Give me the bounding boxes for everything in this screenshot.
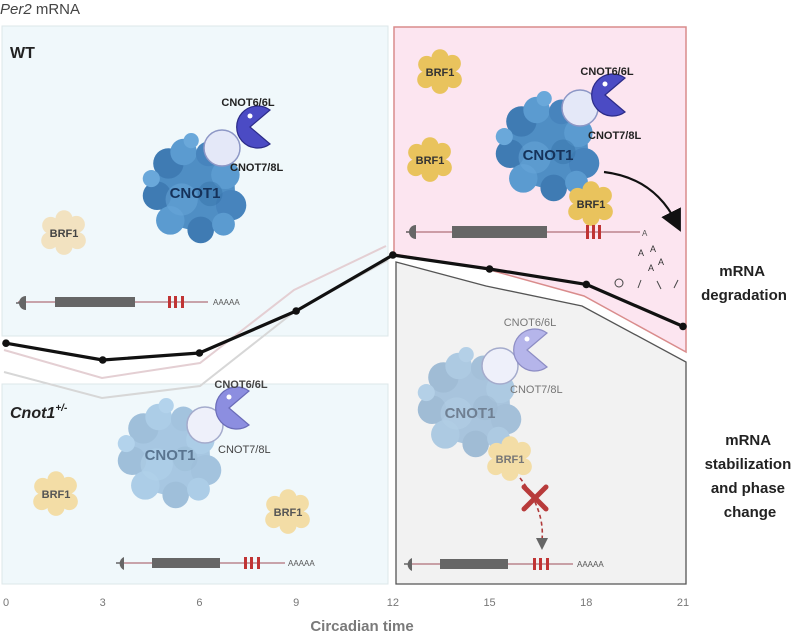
cnot6-pacman-icon <box>591 73 626 117</box>
series-line <box>5 253 684 362</box>
stabilization-line: change <box>724 504 777 521</box>
cnot6-pacman-icon <box>513 328 548 372</box>
brf1-label: BRF1 <box>496 454 525 466</box>
cnot6-label: CNOT6/6L <box>580 66 633 78</box>
brf1-label: BRF1 <box>50 228 79 240</box>
cnot7-label: CNOT7/8L <box>588 130 641 142</box>
pacman-eye <box>226 394 232 400</box>
brf1-label: BRF1 <box>274 507 303 519</box>
upper-band <box>3 245 387 380</box>
stab-mrna: AAAAA <box>404 558 604 571</box>
pacman-eye <box>602 81 608 87</box>
x-tick-label: 21 <box>677 597 689 609</box>
cnot6-pacman-icon <box>236 105 271 149</box>
data-point <box>679 322 687 331</box>
deg-cnot1-complex: CNOT1 <box>495 91 600 202</box>
title-suffix: mRNA <box>31 1 81 18</box>
nucleotide-a: A <box>648 263 654 273</box>
cnot6-label: CNOT6/6L <box>504 317 557 329</box>
released-nucleotides: A A A A <box>638 244 664 273</box>
brf1-label: BRF1 <box>416 155 445 167</box>
nucleotide-a: A <box>650 244 656 254</box>
x-tick-label: 12 <box>387 597 399 609</box>
cnot7-subunit <box>481 347 519 385</box>
arrowhead-icon <box>536 538 548 550</box>
stabilization-panel <box>395 261 687 585</box>
degradation-line: degradation <box>701 287 787 304</box>
cnot1-label: CNOT1 <box>145 447 196 464</box>
cnot7-label: CNOT7/8L <box>230 162 283 174</box>
mutant-label-base: Cnot1 <box>10 405 55 422</box>
x-axis-title: Circadian time <box>310 618 413 635</box>
brf1-label: BRF1 <box>577 199 606 211</box>
x-tick-label: 6 <box>196 597 202 609</box>
cnot1-label: CNOT1 <box>445 405 496 422</box>
deg-brf1-mid: BRF1 <box>407 137 452 182</box>
x-axis: 0 3 6 9 12 15 18 21 <box>3 597 689 609</box>
block-cross-icon <box>521 484 549 512</box>
mutant-label-sup: +/- <box>55 403 68 414</box>
brf1-label: BRF1 <box>426 67 455 79</box>
polya-tail: AAAAA <box>288 559 315 568</box>
nucleotide-a: A <box>638 248 644 258</box>
data-point <box>389 251 397 259</box>
cnot7-label: CNOT7/8L <box>510 384 563 396</box>
cnot1-label: CNOT1 <box>523 147 574 164</box>
gene-name: Per2 <box>0 1 32 18</box>
degradation-arrow-icon <box>603 170 681 232</box>
mutant-label: Cnot1+/- <box>10 403 68 422</box>
cnot1-label: CNOT1 <box>170 185 221 202</box>
stabilization-line: stabilization <box>705 456 792 473</box>
data-point <box>195 349 204 357</box>
cnot6-pacman-icon <box>215 386 250 430</box>
mutant-mrna: AAAAA <box>116 557 315 570</box>
degraded-fragment <box>637 279 642 289</box>
degradation-text: mRNA degradation <box>701 263 787 304</box>
degraded-fragment <box>673 279 679 289</box>
cnot6-label: CNOT6/6L <box>221 97 274 109</box>
mutant-brf1-left: BRF1 <box>33 471 78 516</box>
blocked-binding-arrow <box>519 477 544 541</box>
x-tick-label: 9 <box>293 597 299 609</box>
single-a: A <box>642 229 648 238</box>
figure-title: Per2 mRNA <box>0 1 80 18</box>
stabilization-line: mRNA <box>725 432 771 449</box>
degraded-fragment <box>656 280 662 290</box>
data-point <box>292 307 300 315</box>
degraded-fragment <box>614 278 624 288</box>
deg-brf1-bound: BRF1 <box>568 181 613 226</box>
data-point <box>582 280 591 289</box>
wt-mrna: AAAAA <box>16 296 240 310</box>
x-tick-label: 3 <box>100 597 106 609</box>
stabilization-line: and phase <box>711 480 785 497</box>
polya-tail: AAAAA <box>213 298 240 307</box>
circadian-curve <box>2 251 687 364</box>
stab-brf1: BRF1 <box>487 436 532 481</box>
nucleotide-a: A <box>658 257 664 267</box>
degradation-line: mRNA <box>719 263 765 280</box>
data-point <box>98 356 107 364</box>
data-point <box>2 339 10 348</box>
x-tick-label: 0 <box>3 597 9 609</box>
cnot7-label: CNOT7/8L <box>218 444 271 456</box>
data-point <box>485 265 494 273</box>
brf1-label: BRF1 <box>42 489 71 501</box>
wt-label: WT <box>10 45 35 62</box>
wt-cnot1-complex: CNOT1 <box>142 133 247 244</box>
deg-mrna: A <box>406 225 648 239</box>
x-tick-label: 15 <box>483 597 495 609</box>
pacman-eye <box>524 336 530 342</box>
x-tick-label: 18 <box>580 597 592 609</box>
mutant-brf1-right: BRF1 <box>265 489 310 534</box>
cnot6-label: CNOT6/6L <box>214 379 267 391</box>
cnot7-subunit <box>186 406 224 444</box>
stabilization-text: mRNA stabilization and phase change <box>705 432 796 521</box>
polya-tail: AAAAA <box>577 560 604 569</box>
cnot7-subunit <box>203 129 241 167</box>
wt-brf1: BRF1 <box>41 210 86 255</box>
pacman-eye <box>247 113 253 119</box>
deg-brf1-top: BRF1 <box>417 49 462 94</box>
